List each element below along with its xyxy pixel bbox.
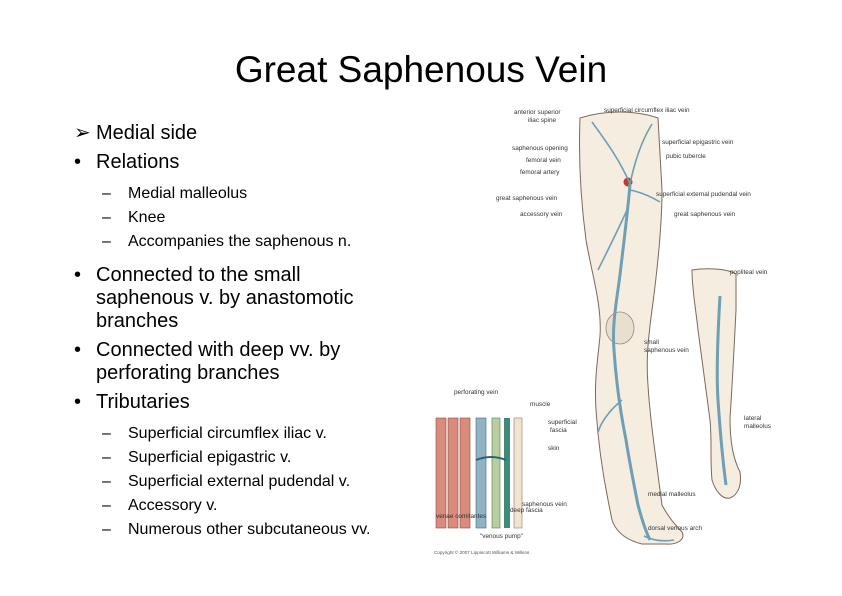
- circumflex-iliac-tributary: [591, 121, 631, 185]
- svg-text:superficial circumflex iliac v: superficial circumflex iliac vein: [604, 107, 690, 114]
- sub-item: –Knee: [102, 206, 414, 230]
- dot-bullet-icon: •: [74, 391, 82, 413]
- dot-bullet-icon: •: [74, 151, 82, 173]
- dash-bullet-icon: –: [102, 425, 111, 442]
- svg-text:pubic tubercle: pubic tubercle: [666, 153, 706, 160]
- svg-text:medial malleolus: medial malleolus: [648, 491, 696, 498]
- epigastric-tributary: [629, 123, 653, 185]
- leg-tributary: [597, 399, 623, 433]
- dash-bullet-icon: –: [102, 473, 111, 490]
- svg-text:anterior superior: anterior superior: [514, 109, 561, 116]
- svg-text:great saphenous vein: great saphenous vein: [674, 211, 736, 218]
- great-saphenous-vein-line: [611, 183, 652, 541]
- bullet-relations: • Relations: [74, 151, 180, 173]
- svg-text:accessory vein: accessory vein: [520, 211, 563, 218]
- svg-text:great saphenous vein: great saphenous vein: [496, 195, 558, 202]
- ext-pudendal-tributary: [629, 189, 661, 203]
- bullet-tributaries: • Tributaries: [74, 391, 190, 413]
- relations-sublist: –Medial malleolus –Knee –Accompanies the…: [102, 182, 414, 254]
- dash-bullet-icon: –: [102, 209, 111, 226]
- sub-item: –Numerous other subcutaneous vv.: [102, 518, 414, 542]
- svg-text:femoral vein: femoral vein: [526, 157, 561, 164]
- dot-bullet-icon: •: [74, 264, 82, 286]
- accessory-tributary: [597, 209, 628, 271]
- svg-text:fascia: fascia: [550, 427, 567, 434]
- svg-text:superficial: superficial: [548, 419, 577, 426]
- dash-bullet-icon: –: [102, 185, 111, 202]
- dash-bullet-icon: –: [102, 449, 111, 466]
- sub-item: –Superficial circumflex iliac v.: [102, 422, 414, 446]
- saphenous-vein-figure: anterior superior iliac spine superficia…: [430, 100, 842, 570]
- sub-item: –Accompanies the saphenous n.: [102, 230, 414, 254]
- perforating-vein-mark: [475, 456, 507, 461]
- tributaries-sublist: –Superficial circumflex iliac v. –Superf…: [102, 422, 414, 542]
- arrow-bullet-icon: ➢: [74, 122, 91, 144]
- patella-shape: [605, 311, 635, 345]
- svg-text:small: small: [644, 339, 659, 346]
- svg-text:lateral: lateral: [744, 415, 761, 422]
- svg-text:muscle: muscle: [530, 401, 551, 408]
- sub-item: –Medial malleolus: [102, 182, 414, 206]
- dot-bullet-icon: •: [74, 339, 82, 361]
- dash-bullet-icon: –: [102, 521, 111, 538]
- bullet-deep-veins: • Connected with deep vv. by perforating…: [74, 339, 341, 384]
- svg-text:dorsal venous arch: dorsal venous arch: [648, 525, 702, 532]
- svg-text:deep fascia: deep fascia: [510, 507, 543, 514]
- small-saphenous-vein-line: [715, 295, 728, 486]
- slide-title: Great Saphenous Vein: [234, 49, 608, 90]
- svg-text:perforating vein: perforating vein: [454, 389, 498, 396]
- bullet-list: ➢ Medial side • Relations –Medial malleo…: [74, 122, 414, 552]
- svg-text:iliac spine: iliac spine: [528, 117, 557, 124]
- sub-item: –Accessory v.: [102, 494, 414, 518]
- svg-text:superficial external pudendal: superficial external pudendal vein: [656, 191, 751, 198]
- svg-text:saphenous vein: saphenous vein: [522, 501, 567, 508]
- bullet-medial-side: ➢ Medial side: [74, 122, 198, 144]
- svg-text:"venous pump": "venous pump": [480, 533, 523, 540]
- svg-text:femoral artery: femoral artery: [520, 169, 560, 176]
- dorsal-arch-line: [643, 535, 675, 542]
- svg-text:popliteal vein: popliteal vein: [730, 269, 768, 276]
- svg-text:skin: skin: [548, 445, 560, 452]
- dash-bullet-icon: –: [102, 233, 111, 250]
- svg-text:Copyright © 2007 Lippincott Wi: Copyright © 2007 Lippincott Williams & W…: [434, 549, 530, 555]
- svg-text:malleolus: malleolus: [744, 423, 771, 430]
- svg-text:superficial epigastric vein: superficial epigastric vein: [662, 139, 734, 146]
- svg-text:saphenous vein: saphenous vein: [644, 347, 689, 354]
- svg-text:venae comitantes: venae comitantes: [436, 513, 486, 520]
- leg-illustration: anterior superior iliac spine superficia…: [434, 107, 771, 555]
- svg-text:saphenous opening: saphenous opening: [512, 145, 568, 152]
- sub-item: –Superficial external pudendal v.: [102, 470, 414, 494]
- venous-pump-inset: [435, 417, 523, 529]
- sub-item: –Superficial epigastric v.: [102, 446, 414, 470]
- dash-bullet-icon: –: [102, 497, 111, 514]
- bullet-small-saphenous: • Connected to the small saphenous v. by…: [74, 264, 354, 332]
